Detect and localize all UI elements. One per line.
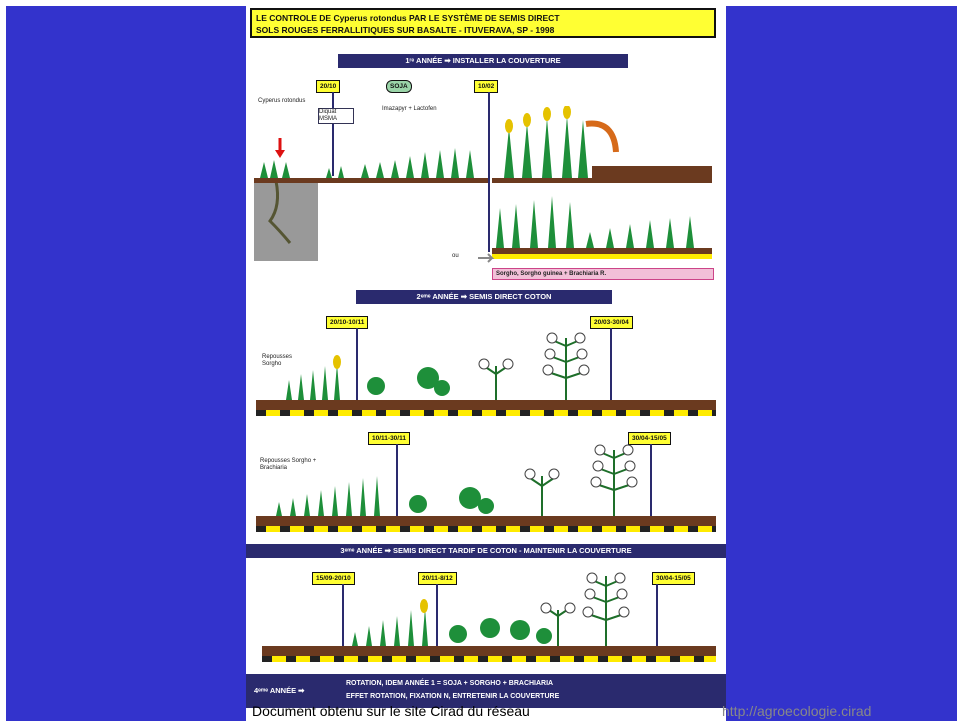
year3-soil <box>262 646 716 656</box>
year2-row2-date1: 10/11-30/11 <box>368 432 410 445</box>
year3-stripe <box>262 656 716 662</box>
cotton-branch-row2-icon <box>529 450 633 516</box>
cotton-boll-icon <box>478 332 590 376</box>
left-blue-margin <box>6 6 246 721</box>
cotton-young-icon <box>367 367 450 396</box>
year3-pole3 <box>656 584 658 654</box>
mulch-layer <box>592 166 712 180</box>
year2-row2-stripe <box>256 526 716 532</box>
year1-chip-soja: SOJA <box>386 80 412 93</box>
cotton-boll-row2-icon <box>524 444 638 488</box>
year4-band-left: 4ᵉᵐᵉ ANNÉE ➡ <box>254 686 305 695</box>
soy-seedlings-icon <box>361 148 474 178</box>
footer-text: Document obtenu sur le site Cirad du rés… <box>252 703 530 719</box>
year1-date2: 10/02 <box>474 80 499 93</box>
herbicide-1-label: Diquat MSMA <box>318 108 354 124</box>
orange-curved-arrow-icon <box>585 120 619 153</box>
cotton-young-row2-icon <box>409 487 494 514</box>
poster-title: LE CONTROLE DE Cyperus rotondus PAR LE S… <box>250 8 716 38</box>
herbicide-2-label: Imazapyr + Lactofen <box>382 106 437 112</box>
year4-line-2: EFFET ROTATION, FIXATION N, ENTRETENIR L… <box>346 693 560 700</box>
year3-pole1 <box>342 584 344 654</box>
footer-source: Document obtenu sur le site Cirad du rés… <box>252 703 871 719</box>
sorghum-plants-icon <box>504 116 588 178</box>
title-line-2: SOLS ROUGES FERRALLITIQUES SUR BASALTE -… <box>256 25 555 35</box>
year3-date3: 30/04-15/05 <box>652 572 695 585</box>
year2-row1-soil <box>256 400 716 410</box>
sorghum-regrowth-icon <box>286 364 340 400</box>
red-arrow-head-icon <box>275 150 285 158</box>
year4-line-1: ROTATION, IDEM ANNÉE 1 = SOJA + SORGHO +… <box>346 680 554 687</box>
year2-row1-stripe <box>256 410 716 416</box>
ou-label: ou <box>452 253 459 259</box>
year1-band: 1ʳᵉ ANNÉE ➡ INSTALLER LA COUVERTURE <box>338 54 628 68</box>
cyperus-root-icon <box>268 180 292 244</box>
year1-illustration <box>254 106 712 263</box>
year1-alt-stripe <box>492 254 712 259</box>
year2-row2-pole2 <box>650 444 652 524</box>
sorghum-head-icon <box>333 355 341 369</box>
year1-pink-label: Sorgho, Sorgho guinea + Brachiaria R. <box>492 268 714 280</box>
year2-row2-plants <box>276 444 638 516</box>
year4-text: ROTATION, IDEM ANNÉE 1 = SOJA + SORGHO +… <box>346 677 716 703</box>
sorghum-heads-icon <box>505 106 571 133</box>
year2-row2-soil <box>256 516 716 526</box>
year2-row2-date2: 30/04-15/05 <box>628 432 671 445</box>
year3-cotton-young-icon <box>449 618 552 644</box>
year2-row1-label: Repousses Sorgho <box>262 354 293 367</box>
poster: LE CONTROLE DE Cyperus rotondus PAR LE S… <box>246 6 726 711</box>
year1-pole2 <box>488 92 490 252</box>
cyperus-plants-icon <box>260 160 344 178</box>
year1-pole1 <box>332 92 334 176</box>
year3-pole2 <box>436 584 438 654</box>
year1-soil-line <box>254 178 488 183</box>
year2-row2-pole1 <box>396 444 398 524</box>
year1-alt-soil <box>492 248 712 254</box>
ou-arrow-icon <box>478 253 495 263</box>
year3-cotton-boll-icon <box>540 572 630 618</box>
year3-band: 3ᵉᵐᵉ ANNÉE ➡ SEMIS DIRECT TARDIF DE COTO… <box>246 544 726 558</box>
year4-band: 4ᵉᵐᵉ ANNÉE ➡ ROTATION, IDEM ANNÉE 1 = SO… <box>246 674 726 708</box>
title-line-1: LE CONTROLE DE Cyperus rotondus PAR LE S… <box>256 13 560 23</box>
year1-soil-line-right <box>492 178 712 183</box>
footer-url[interactable]: http://agroecologie.cirad <box>722 703 872 719</box>
right-blue-margin <box>726 6 957 721</box>
cyperus-label: Cyperus rotondus <box>258 98 306 104</box>
year2-row1-date1: 20/10-10/11 <box>326 316 369 329</box>
year3-sorghum-head-icon <box>420 599 428 613</box>
cotton-branch-icon <box>483 338 585 400</box>
root-soil-block <box>254 181 318 261</box>
year3-date1: 15/09-20/10 <box>312 572 355 585</box>
year3-plants <box>352 572 630 646</box>
year3-cotton-branch-icon <box>545 576 625 646</box>
alt-crop-plants-icon <box>496 196 694 248</box>
year2-row1-pole2 <box>610 328 612 408</box>
year2-row1-pole1 <box>356 328 358 408</box>
year2-row1-plants <box>286 332 590 400</box>
year1-date1: 20/10 <box>316 80 341 93</box>
year2-row2-label: Repousses Sorgho + Brachiaria <box>260 458 317 471</box>
year3-cover-plants-icon <box>352 608 428 646</box>
year2-band: 2ᵉᵐᵉ ANNÉE ➡ SEMIS DIRECT COTON <box>356 290 612 304</box>
sorghum-brachiaria-regrowth-icon <box>276 476 380 516</box>
